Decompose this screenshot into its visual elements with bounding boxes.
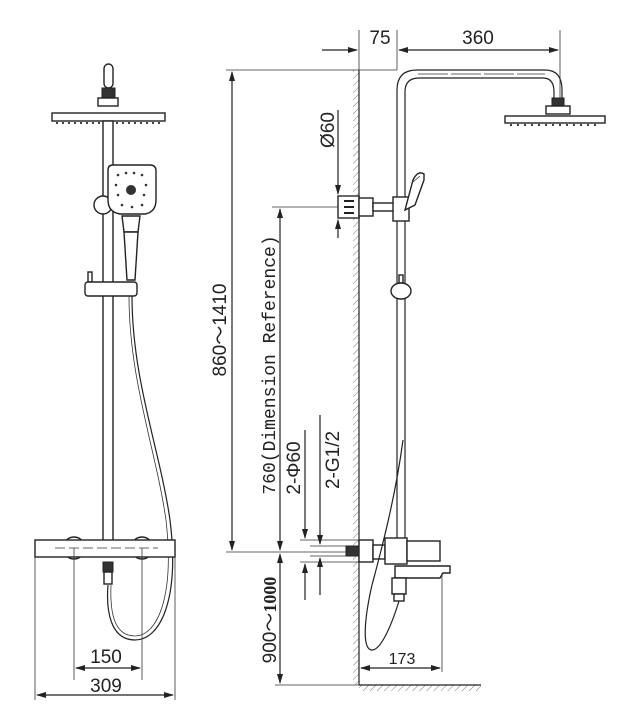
wall-bracket-side [337, 195, 410, 222]
dimension-arm-reach: 360 [462, 28, 494, 49]
mixer-height-prefix: 900～ [260, 613, 281, 664]
dimension-height-range: 860～1410 [210, 284, 231, 377]
riser-and-arm-side [396, 69, 563, 555]
slider-ball-side [390, 274, 412, 300]
overhead-shower-front [51, 63, 166, 124]
hose-front [106, 295, 174, 641]
side-dimensions: 75 360 860～1410 760(Dimension Reference)… [210, 28, 561, 686]
hand-shower-front [93, 164, 157, 281]
dimension-spout-projection: 173 [389, 651, 416, 668]
slide-bar-holder-front [84, 271, 138, 297]
dimension-inlet-spacing: 150 [90, 647, 122, 668]
dimension-mixer-height: 900～1000 [260, 577, 281, 664]
overhead-shower-side [504, 97, 606, 126]
dimension-reference-height: 760(Dimension Reference) [261, 235, 281, 494]
dimension-holder-diameter: Ø60 [318, 112, 339, 148]
dimension-inlet-thread: 2-G1/2 [323, 431, 344, 489]
front-dimensions: 150 309 [34, 548, 176, 700]
thermostatic-mixer-front [34, 536, 176, 585]
front-view: 150 309 [34, 63, 176, 700]
dimension-overall-width: 309 [90, 676, 122, 697]
thermostatic-mixer-side [345, 537, 451, 602]
hand-shower-side [403, 172, 425, 212]
mixer-height-bold: 1000 [260, 577, 280, 613]
side-view: 75 360 860～1410 760(Dimension Reference)… [210, 28, 606, 691]
dimension-wall-offset: 75 [369, 28, 390, 49]
dimension-inlet-covers: 2-Φ60 [284, 441, 305, 494]
wall [353, 70, 481, 691]
hose-side [364, 439, 404, 651]
